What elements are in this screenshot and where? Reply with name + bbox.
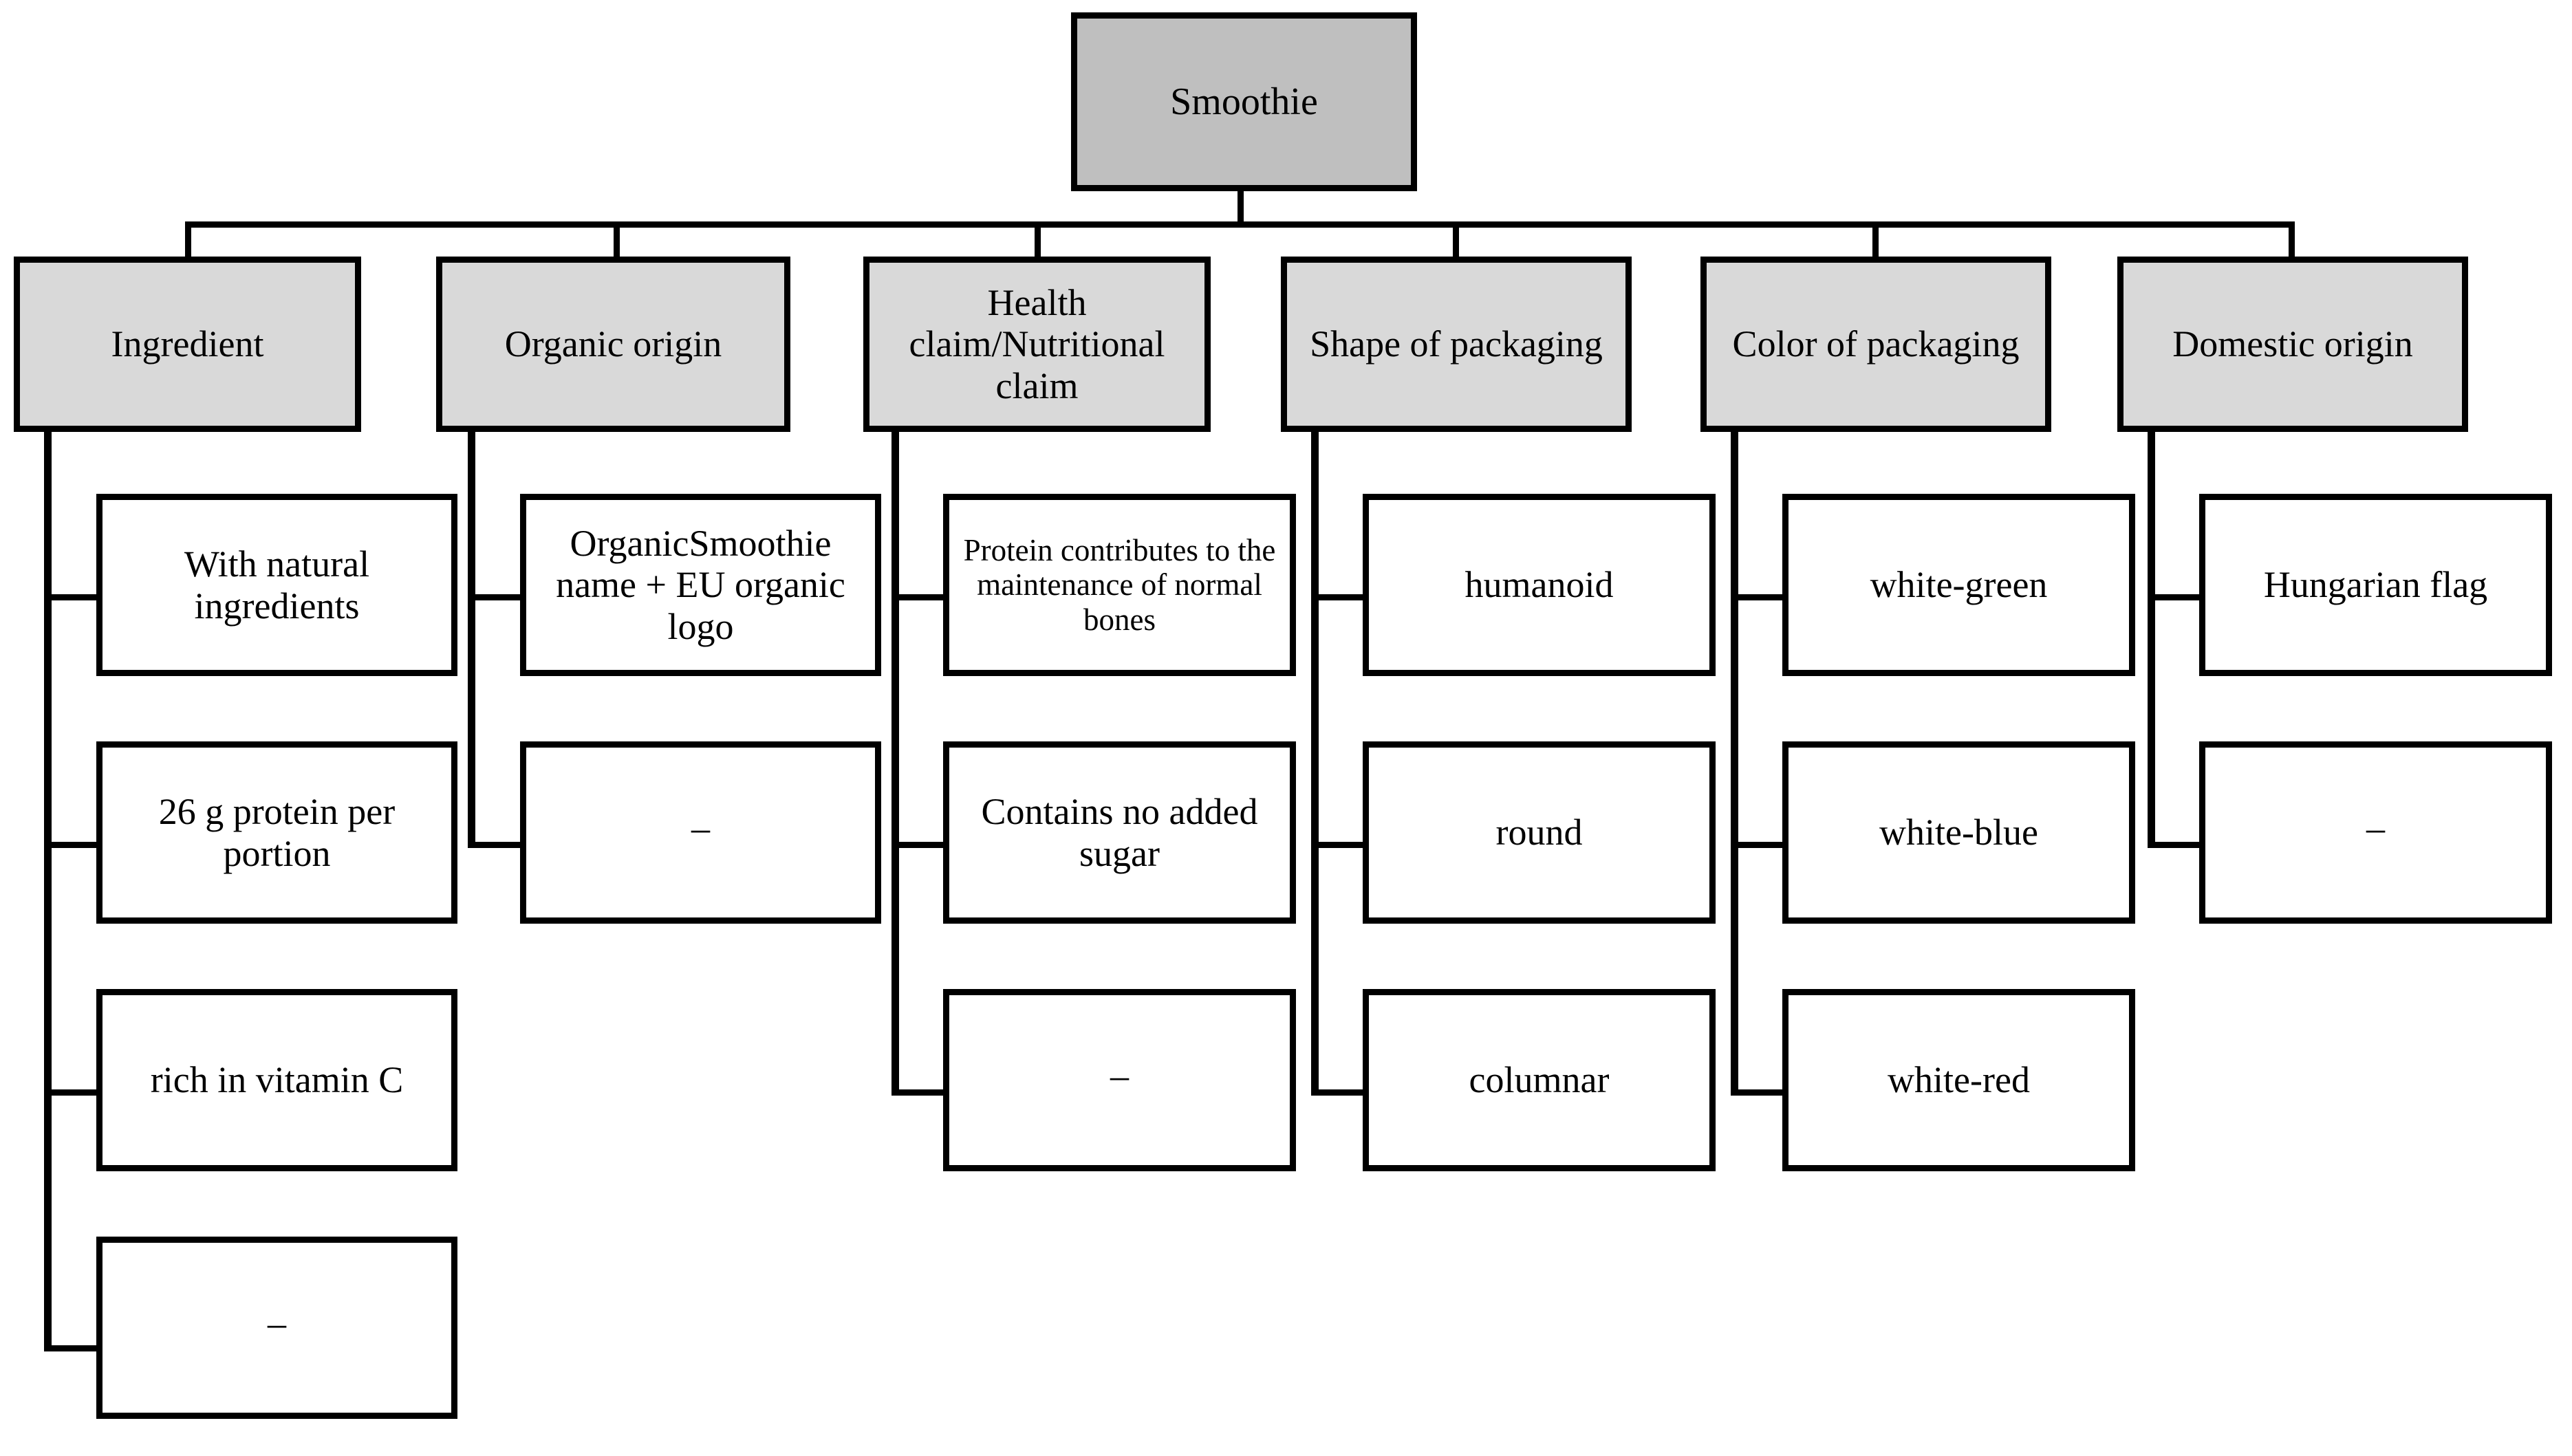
bus-bar-line: [188, 221, 2293, 228]
leaf-stub-col6-1: [2148, 594, 2203, 600]
leaf-node-col3-3[interactable]: –: [943, 989, 1296, 1171]
category-node-domestic-origin[interactable]: Domestic origin: [2117, 257, 2468, 432]
bus-drop-line-6: [2289, 221, 2295, 260]
leaf-node-col1-1[interactable]: With natural ingredients: [96, 494, 457, 676]
leaf-node-label: white-blue: [1879, 812, 2038, 854]
category-node-shape-of-packaging[interactable]: Shape of packaging: [1281, 257, 1632, 432]
category-node-ingredient[interactable]: Ingredient: [14, 257, 361, 432]
leaf-node-col3-2[interactable]: Contains no added sugar: [943, 741, 1296, 924]
leaf-stub-col3-3: [891, 1089, 947, 1096]
category-node-label: Organic origin: [504, 323, 722, 365]
category-node-label: Color of packaging: [1732, 323, 2020, 365]
leaf-node-label: –: [268, 1303, 286, 1345]
category-node-color-of-packaging[interactable]: Color of packaging: [1700, 257, 2051, 432]
category-node-label: Shape of packaging: [1310, 323, 1603, 365]
leaf-node-label: rich in vitamin C: [150, 1059, 404, 1101]
trunk-line-col3: [891, 432, 899, 1096]
leaf-node-label: –: [691, 807, 710, 849]
leaf-stub-col4-1: [1311, 594, 1366, 600]
leaf-node-label: white-red: [1888, 1059, 2030, 1101]
leaf-node-col5-3[interactable]: white-red: [1782, 989, 2135, 1171]
leaf-node-label: 26 g protein per portion: [158, 791, 396, 874]
leaf-node-label: –: [1110, 1055, 1129, 1097]
category-node-label: Health claim/Nutritional claim: [909, 281, 1165, 406]
leaf-stub-col4-2: [1311, 842, 1366, 848]
leaf-node-label: white-green: [1870, 564, 2048, 606]
bus-drop-line-4: [1453, 221, 1459, 260]
root-node-smoothie[interactable]: Smoothie: [1071, 12, 1417, 191]
leaf-node-col6-1[interactable]: Hungarian flag: [2199, 494, 2552, 676]
leaf-stub-col5-2: [1731, 842, 1786, 848]
leaf-node-label: –: [2366, 807, 2385, 849]
root-node-label: Smoothie: [1170, 80, 1318, 123]
leaf-stub-col5-1: [1731, 594, 1786, 600]
leaf-stub-col3-1: [891, 594, 947, 600]
leaf-node-col1-2[interactable]: 26 g protein per portion: [96, 741, 457, 924]
leaf-stub-col5-3: [1731, 1089, 1786, 1096]
root-stem-line: [1238, 189, 1244, 226]
trunk-line-col4: [1311, 432, 1319, 1096]
leaf-stub-col6-2: [2148, 842, 2203, 848]
bus-drop-line-1: [185, 221, 191, 260]
leaf-node-col1-4[interactable]: –: [96, 1237, 457, 1419]
leaf-node-col4-1[interactable]: humanoid: [1363, 494, 1716, 676]
leaf-node-label: OrganicSmoothie name + EU organic logo: [556, 522, 845, 647]
leaf-stub-col2-1: [468, 594, 523, 600]
leaf-node-label: Hungarian flag: [2263, 564, 2488, 606]
leaf-node-label: Protein contributes to the maintenance o…: [963, 532, 1276, 637]
leaf-node-col5-1[interactable]: white-green: [1782, 494, 2135, 676]
leaf-node-col2-1[interactable]: OrganicSmoothie name + EU organic logo: [520, 494, 881, 676]
trunk-line-col1: [44, 432, 52, 1351]
trunk-line-col6: [2148, 432, 2155, 848]
leaf-stub-col1-4: [44, 1345, 99, 1351]
leaf-stub-col3-2: [891, 842, 947, 848]
category-node-label: Domestic origin: [2172, 323, 2413, 365]
leaf-node-label: With natural ingredients: [184, 543, 370, 627]
leaf-node-col2-2[interactable]: –: [520, 741, 881, 924]
leaf-node-label: round: [1495, 812, 1583, 854]
leaf-node-label: columnar: [1469, 1059, 1610, 1101]
category-node-organic-origin[interactable]: Organic origin: [436, 257, 790, 432]
category-node-label: Ingredient: [111, 323, 264, 365]
category-node-health-claim[interactable]: Health claim/Nutritional claim: [863, 257, 1211, 432]
leaf-node-label: Contains no added sugar: [981, 791, 1258, 874]
bus-drop-line-3: [1035, 221, 1041, 260]
trunk-line-col2: [468, 432, 475, 848]
leaf-stub-col1-3: [44, 1089, 99, 1096]
bus-drop-line-2: [614, 221, 620, 260]
leaf-stub-col2-2: [468, 842, 523, 848]
leaf-stub-col4-3: [1311, 1089, 1366, 1096]
leaf-node-col3-1[interactable]: Protein contributes to the maintenance o…: [943, 494, 1296, 676]
leaf-node-label: humanoid: [1465, 564, 1614, 606]
leaf-node-col6-2[interactable]: –: [2199, 741, 2552, 924]
leaf-stub-col1-1: [44, 594, 99, 600]
leaf-stub-col1-2: [44, 842, 99, 848]
leaf-node-col1-3[interactable]: rich in vitamin C: [96, 989, 457, 1171]
leaf-node-col4-3[interactable]: columnar: [1363, 989, 1716, 1171]
bus-drop-line-5: [1872, 221, 1879, 260]
trunk-line-col5: [1731, 432, 1738, 1096]
leaf-node-col5-2[interactable]: white-blue: [1782, 741, 2135, 924]
leaf-node-col4-2[interactable]: round: [1363, 741, 1716, 924]
